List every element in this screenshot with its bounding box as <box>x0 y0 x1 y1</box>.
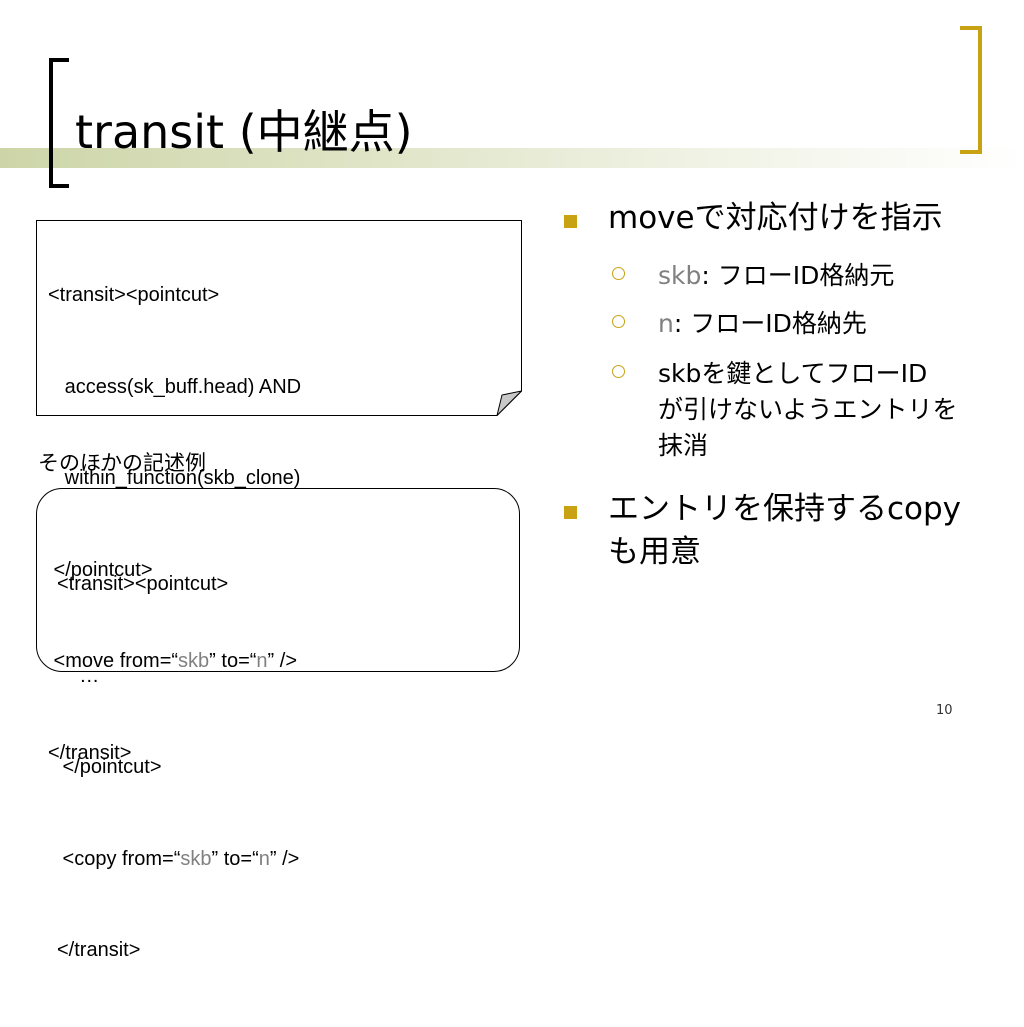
round-code-block: <transit><pointcut> … </pointcut> <copy … <box>57 508 299 1027</box>
right-bracket-decoration <box>958 26 984 160</box>
highlight-n: n <box>258 847 270 870</box>
other-examples-label: そのほかの記述例 <box>38 451 206 475</box>
slide-number: 10 <box>936 703 953 718</box>
code-note-box: <transit><pointcut> access(sk_buff.head)… <box>36 220 522 764</box>
note-code-block: <transit><pointcut> access(sk_buff.head)… <box>48 219 301 829</box>
code-line: <copy from=“skb” to=“n” /> <box>57 847 300 870</box>
code-line: <move from=“skb” to=“n” /> <box>48 650 297 672</box>
slide-title: transit (中継点) <box>75 105 413 159</box>
code-line: … <box>57 664 100 687</box>
code-line: </pointcut> <box>48 558 153 581</box>
circle-bullet-icon <box>612 365 625 378</box>
highlight-skb: skb <box>178 650 210 672</box>
square-bullet-icon <box>564 506 577 519</box>
note-box-outline <box>36 220 522 416</box>
square-bullet-icon <box>564 215 577 228</box>
highlight-n: n <box>256 650 268 672</box>
code-line: access(sk_buff.head) AND <box>48 375 302 398</box>
code-line: <transit><pointcut> <box>57 573 229 595</box>
code-line: </transit> <box>57 939 141 961</box>
circle-bullet-icon <box>612 315 625 328</box>
circle-bullet-icon <box>612 267 625 280</box>
code-line: </transit> <box>48 741 132 764</box>
code-line: within_function(skb_clone) <box>48 467 301 489</box>
title-accent-bar <box>0 148 1024 168</box>
code-line: </pointcut> <box>57 756 162 778</box>
code-line: <transit><pointcut> <box>48 284 220 306</box>
highlight-skb: skb <box>180 847 212 870</box>
code-rounded-box: <transit><pointcut> … </pointcut> <copy … <box>36 488 520 961</box>
left-bracket-decoration <box>47 58 71 194</box>
